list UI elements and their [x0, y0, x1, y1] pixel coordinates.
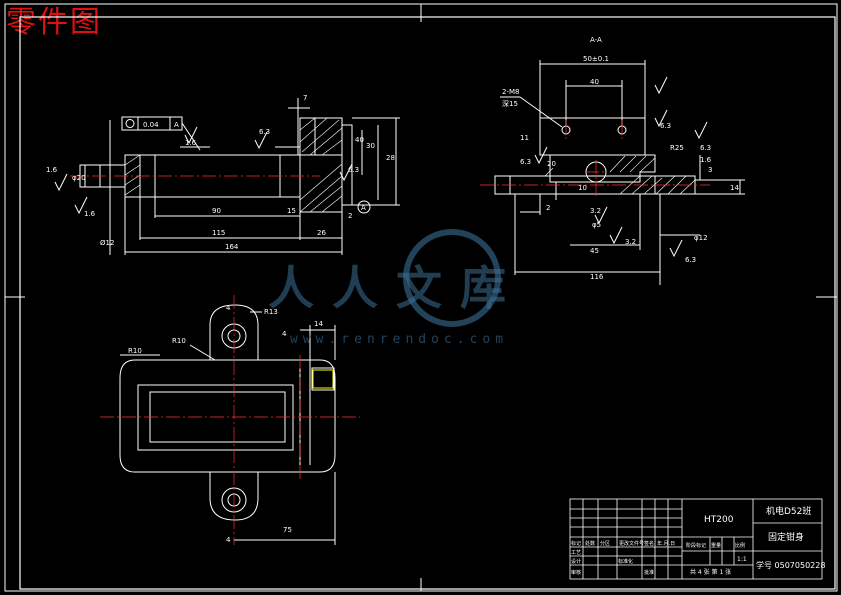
watermark-text: 人人文库	[268, 261, 524, 315]
roughness-label: 6.3	[685, 256, 696, 264]
drawing-title: 零件图	[6, 5, 102, 40]
title-block	[569, 498, 823, 580]
dim-label: 75	[283, 526, 292, 534]
dim-label: φ5	[592, 221, 601, 229]
dim-label: R10	[172, 337, 186, 345]
dim-label: Ø12	[100, 239, 114, 247]
dim-label: 7	[303, 94, 307, 102]
dim-label: 2	[348, 212, 352, 220]
standard-label: 标准化	[618, 558, 633, 565]
dim-label: 10	[578, 184, 587, 192]
sheet-info: 共 4 张 第 1 张	[690, 568, 731, 576]
dim-label: 115	[212, 229, 225, 237]
front-view-hatch	[124, 117, 343, 213]
approve-label: 批准	[644, 569, 654, 576]
dim-label: R10	[128, 347, 142, 355]
thread-depth: 深15	[502, 99, 518, 108]
dim-label: 30	[366, 142, 375, 150]
section-view	[494, 60, 745, 285]
dim-label: φ20	[72, 174, 86, 182]
dim-label: 26	[317, 229, 326, 237]
dim-label: R25	[670, 144, 684, 152]
dim-label: 50±0.1	[583, 55, 609, 63]
student-number: 学号 0507050228	[756, 560, 825, 570]
roughness-label: 1.6	[84, 210, 96, 218]
dim-label: 4	[282, 330, 287, 338]
roughness-label: 1.6	[700, 156, 712, 164]
section-hatch	[544, 155, 696, 195]
dim-label: 164	[225, 243, 239, 251]
stage-label: 阶段标记	[686, 542, 706, 549]
inner-border	[19, 16, 836, 590]
roughness-label: 6.3	[259, 128, 270, 136]
flatness-value: 0.04	[143, 121, 159, 129]
dim-label: 11	[520, 134, 529, 142]
roughness-label: 6.3	[660, 122, 671, 130]
datum-label: A	[361, 204, 366, 212]
material: HT200	[704, 515, 734, 525]
dim-label: 3	[708, 166, 712, 174]
row-label: 工艺	[571, 550, 581, 556]
dim-label: 14	[730, 184, 739, 192]
dim-label: 28	[386, 154, 395, 162]
front-view-labels: 0.04 A 1.6 1.6 1.6 6.3 6.3 7 90 15 115 2…	[46, 94, 395, 251]
roughness-label: 1.6	[185, 139, 197, 147]
dim-label: 45	[590, 247, 599, 255]
dim-label: 14	[314, 320, 323, 328]
dim-label: 20	[547, 160, 556, 168]
revision-head: 标记	[571, 540, 581, 547]
dim-label: 90	[212, 207, 221, 215]
dim-label: 15	[287, 207, 296, 215]
thread-callout: 2-M8	[502, 88, 519, 96]
roughness-label: 6.3	[348, 166, 359, 174]
dim-label: 40	[590, 78, 599, 86]
section-title: A-A	[590, 36, 602, 44]
revision-head: 年.月.日	[657, 540, 675, 547]
roughness-label: 6.3	[700, 144, 711, 152]
dim-label: 2	[546, 204, 550, 212]
dim-label: 4	[226, 536, 231, 544]
roughness-label: 3.2	[625, 238, 636, 246]
revision-head: 分区	[600, 540, 610, 547]
part-name: 固定钳身	[768, 531, 804, 543]
dim-label: φ12	[694, 234, 708, 242]
dim-label: 40	[355, 136, 364, 144]
roughness-label: 1.6	[46, 166, 58, 174]
revision-head: 处数	[585, 540, 595, 547]
plan-labels: 4 R13 R10 R10 4 14 75 4	[128, 304, 323, 544]
row-label: 审核	[571, 569, 581, 576]
title-block-text: HT200 机电D52班 固定钳身 学号 0507050228 1:1 共 4 …	[571, 505, 825, 576]
weight-label: 重量	[711, 542, 721, 549]
dim-label: 4	[226, 304, 231, 312]
watermark-logo	[403, 229, 501, 327]
section-centerlines	[480, 120, 710, 196]
revision-head: 更改文件号	[619, 540, 644, 547]
watermark-url: www.renrendoc.com	[290, 332, 509, 347]
dim-label: 116	[590, 273, 604, 281]
scale-label: 比例	[735, 542, 745, 549]
row-label: 设计	[571, 558, 581, 565]
plan-hidden-feature	[312, 369, 334, 389]
front-view	[54, 98, 400, 255]
roughness-label: 3.2	[590, 207, 601, 215]
school-class: 机电D52班	[766, 505, 811, 517]
dim-label: R13	[264, 308, 278, 316]
datum-label: A	[174, 121, 179, 129]
roughness-label: 6.3	[520, 158, 531, 166]
plan-centerlines	[100, 295, 360, 545]
revision-head: 签名	[644, 540, 654, 547]
centering-marks	[5, 4, 837, 591]
scale-value: 1:1	[737, 556, 747, 563]
section-labels: A-A 2-M8 深15 50±0.1 40 11 20 10 2 6.3 6.…	[502, 36, 739, 281]
